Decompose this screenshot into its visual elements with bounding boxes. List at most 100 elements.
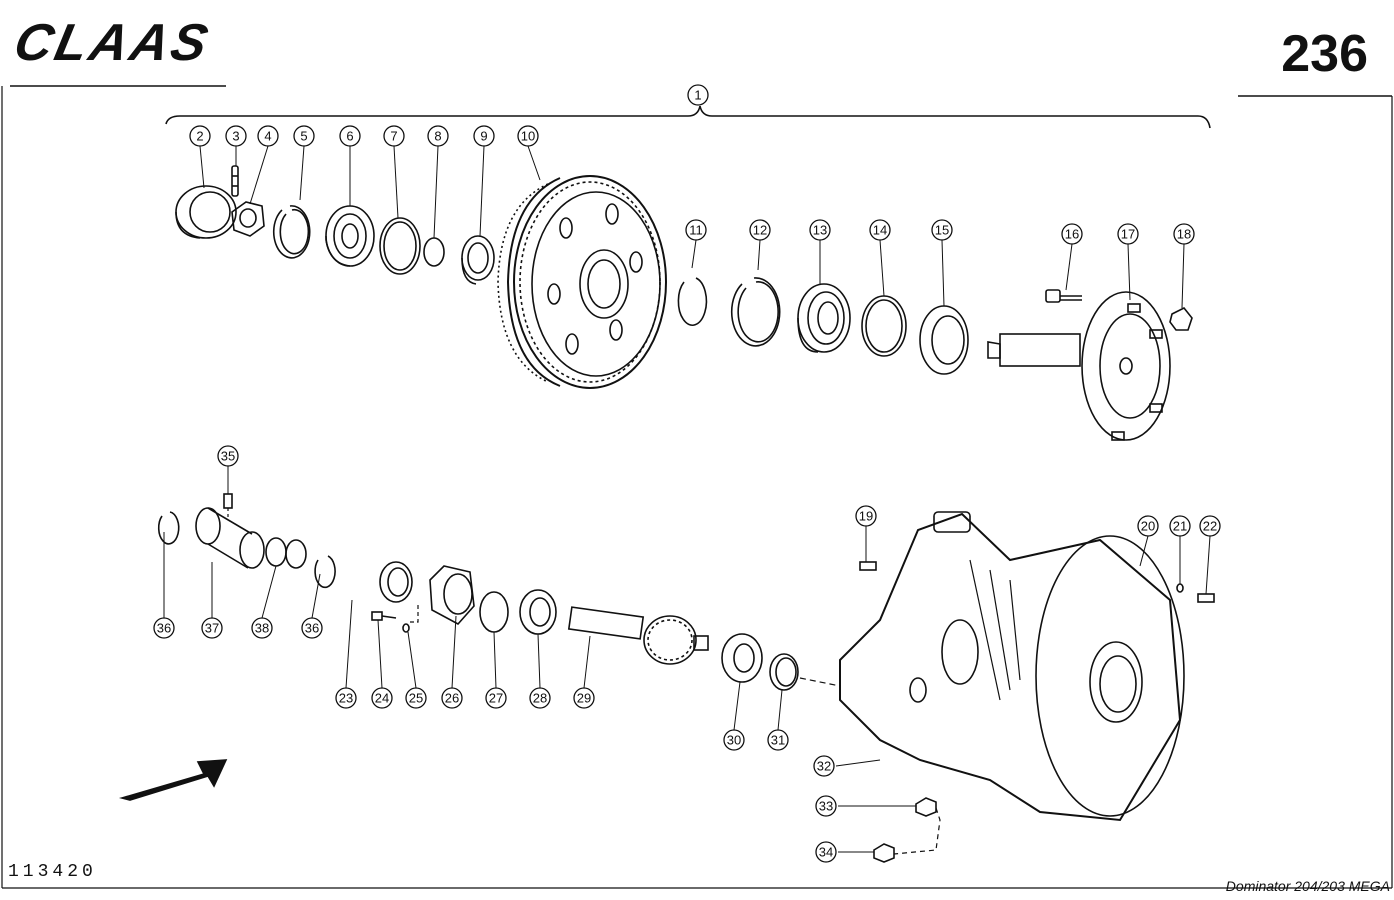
callout-23: 23	[335, 687, 357, 709]
callout-11: 11	[685, 219, 707, 241]
callout-circle	[371, 687, 393, 709]
callout-leader-line	[757, 239, 761, 271]
callout-14: 14	[869, 219, 891, 241]
callout-leader-line	[1127, 243, 1131, 301]
callout-circle	[869, 219, 891, 241]
callout-circle	[383, 125, 405, 147]
callout-circle	[767, 729, 789, 751]
part-housing-washer	[1176, 583, 1184, 593]
callout-label: 21	[1173, 519, 1187, 534]
callout-leader-line	[407, 631, 417, 689]
callout-label: 35	[221, 449, 235, 464]
callout-label: 20	[1141, 519, 1155, 534]
callout-leader-line	[377, 619, 383, 689]
callout-label: 7	[390, 129, 397, 144]
callout-22: 22	[1199, 515, 1221, 537]
part-snap-ring	[272, 205, 311, 259]
callout-4: 4	[257, 125, 279, 147]
assembly-guide-1	[799, 677, 841, 687]
callout-circle	[473, 125, 495, 147]
callout-leader-line	[1139, 535, 1149, 567]
callout-3: 3	[225, 125, 247, 147]
part-circlip-right	[314, 555, 336, 589]
callout-label: 25	[409, 691, 423, 706]
callout-leader-line	[1065, 243, 1073, 291]
callout-circle	[405, 687, 427, 709]
callout-circle	[485, 687, 507, 709]
callout-circle	[427, 125, 449, 147]
callout-label: 3	[232, 129, 239, 144]
callout-8: 8	[427, 125, 449, 147]
callout-label: 33	[819, 799, 833, 814]
callout-leader-line	[835, 759, 881, 767]
callout-label: 5	[300, 129, 307, 144]
callout-19: 19	[855, 505, 877, 527]
callout-leader-line	[493, 631, 497, 689]
callout-label: 22	[1203, 519, 1217, 534]
part-grease-nipple	[223, 493, 233, 509]
callout-label: 4	[264, 129, 271, 144]
part-sleeve	[175, 185, 237, 239]
callout-17: 17	[1117, 223, 1139, 245]
callout-circle	[339, 125, 361, 147]
callout-label: 10	[521, 129, 535, 144]
page-number: 236	[1281, 25, 1368, 83]
callout-label: 37	[205, 621, 219, 636]
callout-circle	[189, 125, 211, 147]
part-ring	[861, 295, 907, 357]
part-housing-screw	[859, 561, 877, 571]
callout-label: 26	[445, 691, 459, 706]
callout-label: 32	[817, 759, 831, 774]
callout-2: 2	[189, 125, 211, 147]
part-o-ring	[479, 591, 509, 633]
part-large-gear	[497, 175, 667, 389]
callout-circle	[153, 617, 175, 639]
callout-leader-line	[311, 573, 321, 619]
callout-34: 34	[815, 841, 837, 863]
callout-21: 21	[1169, 515, 1191, 537]
callout-9: 9	[473, 125, 495, 147]
assembly-guide-3	[893, 807, 941, 855]
callout-36: 36	[153, 617, 175, 639]
callout-24: 24	[371, 687, 393, 709]
callout-26: 26	[441, 687, 463, 709]
part-rings-pair	[265, 537, 307, 569]
callout-leader-line	[199, 145, 205, 189]
callout-label: 17	[1121, 227, 1135, 242]
part-shaft-seal	[379, 561, 413, 603]
callout-circle	[529, 687, 551, 709]
callout-label: 15	[935, 223, 949, 238]
part-circlip	[379, 217, 421, 275]
callout-circle	[723, 729, 745, 751]
callout-label: 2	[196, 129, 203, 144]
part-washer	[402, 623, 410, 633]
callout-circle	[217, 445, 239, 467]
part-bushing	[461, 235, 495, 285]
callout-leader-line	[393, 145, 399, 219]
part-needle-sleeve	[195, 507, 265, 569]
callout-36: 36	[301, 617, 323, 639]
part-hub-nut	[1169, 306, 1193, 331]
callout-circle	[517, 125, 539, 147]
callout-circle	[301, 617, 323, 639]
part-bolt	[1045, 289, 1082, 303]
callout-label: 23	[339, 691, 353, 706]
callout-leader-line	[249, 145, 269, 205]
callout-circle	[441, 687, 463, 709]
callout-leader-line	[691, 239, 697, 269]
part-snap-ring-large	[730, 277, 781, 347]
callout-20: 20	[1137, 515, 1159, 537]
callout-label: 38	[255, 621, 269, 636]
part-ball-bearing	[325, 205, 375, 267]
callout-leader-line	[433, 145, 439, 239]
part-hub-shaft	[987, 291, 1171, 441]
callout-38: 38	[251, 617, 273, 639]
part-roller-bearing	[797, 283, 851, 353]
callout-label: 14	[873, 223, 887, 238]
model-name: Dominator 204/203 MEGA	[1225, 878, 1390, 894]
assembly-brace	[165, 105, 1211, 129]
callout-label: 30	[727, 733, 741, 748]
callout-leader-line	[941, 239, 945, 307]
callout-circle	[1173, 223, 1195, 245]
